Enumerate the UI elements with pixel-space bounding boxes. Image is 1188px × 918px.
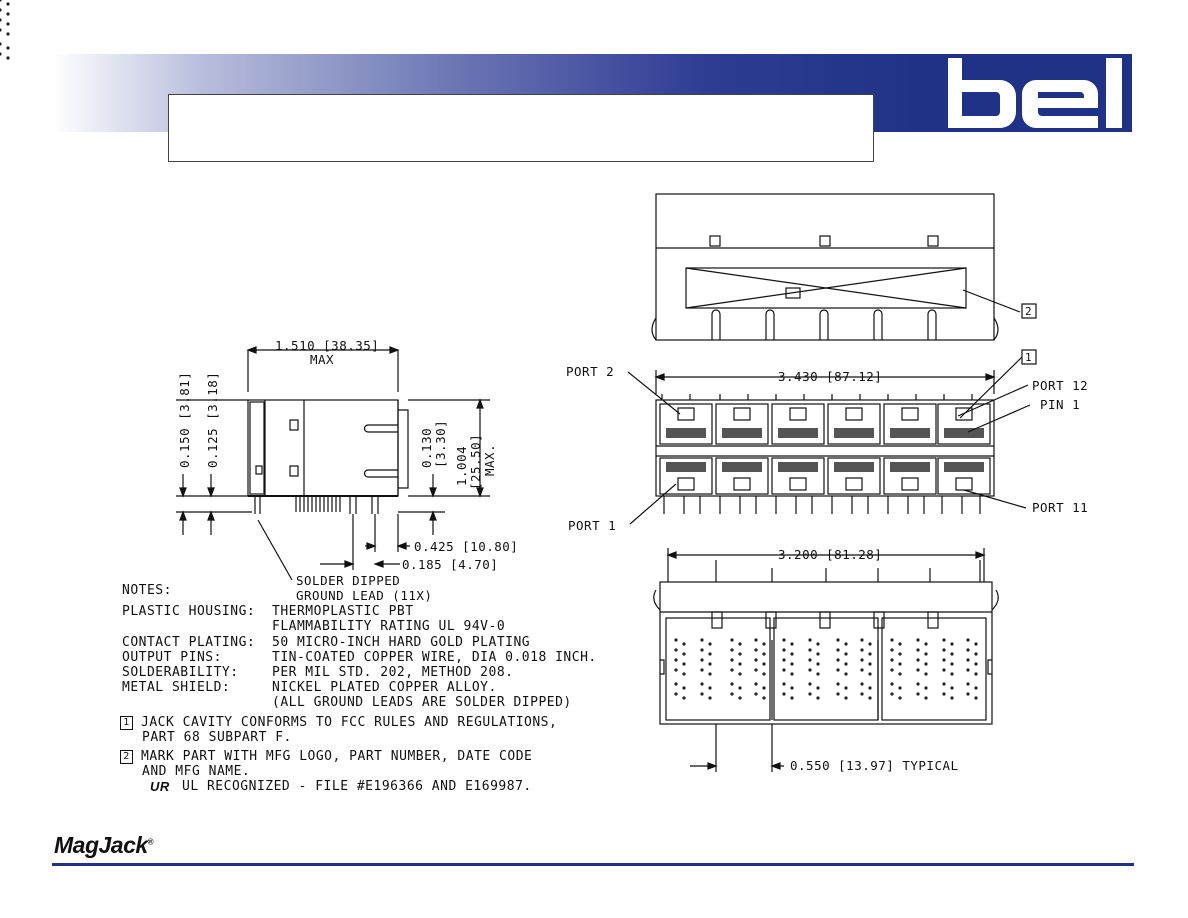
side-width-dim: 1.510 [38.35] bbox=[275, 338, 379, 353]
note-row: OUTPUT PINS:TIN-COATED COPPER WIRE, DIA … bbox=[122, 649, 597, 665]
front-width-dim: 3.430 [87.12] bbox=[778, 369, 882, 384]
dim-0130-mm: [3.30] bbox=[433, 420, 448, 468]
label-pin-1: PIN 1 bbox=[1040, 397, 1080, 412]
dim-0425: 0.425 [10.80] bbox=[414, 539, 518, 554]
dim-height-max: MAX. bbox=[482, 444, 497, 476]
dim-height-mm: [25.50] bbox=[468, 434, 483, 490]
lead-note-1: SOLDER DIPPED bbox=[296, 573, 400, 588]
notes-heading: NOTES: bbox=[122, 583, 172, 598]
dim-height-in: 1.004 bbox=[454, 446, 469, 486]
note-2-cont: AND MFG NAME. bbox=[142, 764, 251, 780]
callout-1: 1 bbox=[1025, 351, 1032, 364]
dim-0150: 0.150 [3.81] bbox=[177, 372, 192, 468]
bottom-pitch-dim: 0.550 [13.97] TYPICAL bbox=[790, 758, 959, 773]
note-1-box: 1 bbox=[120, 715, 133, 730]
label-port-11: PORT 11 bbox=[1032, 500, 1088, 515]
label-port-12: PORT 12 bbox=[1032, 378, 1088, 393]
callout-2: 2 bbox=[1025, 305, 1032, 318]
label-port-1: PORT 1 bbox=[568, 518, 616, 533]
footer-rule bbox=[52, 863, 1134, 866]
top-view bbox=[651, 193, 1037, 341]
note-1-cont: PART 68 SUBPART F. bbox=[142, 729, 292, 745]
notes-block: NOTES: PLASTIC HOUSING:THERMOPLASTIC PBT… bbox=[120, 583, 597, 795]
bottom-view bbox=[653, 548, 999, 772]
note-2-box: 2 bbox=[120, 750, 133, 765]
side-width-max: MAX bbox=[310, 352, 334, 367]
bottom-width-dim: 3.200 [81.28] bbox=[778, 547, 882, 562]
note-row: FLAMMABILITY RATING UL 94V-0 bbox=[272, 619, 506, 635]
note-row: (ALL GROUND LEADS ARE SOLDER DIPPED) bbox=[272, 695, 572, 711]
note-row: PLASTIC HOUSING:THERMOPLASTIC PBT bbox=[122, 604, 414, 620]
note-row: METAL SHIELD:NICKEL PLATED COPPER ALLOY. bbox=[122, 680, 497, 696]
ul-mark-icon: UR bbox=[150, 779, 170, 795]
title-box bbox=[168, 94, 874, 162]
bel-logo: bel bbox=[944, 54, 1132, 132]
front-view bbox=[627, 349, 1037, 525]
note-row: SOLDERABILITY:PER MIL STD. 202, METHOD 2… bbox=[122, 665, 514, 681]
label-port-2: PORT 2 bbox=[566, 364, 614, 379]
dim-0125: 0.125 [3.18] bbox=[205, 372, 220, 468]
bottom-view-pins bbox=[0, 0, 978, 700]
dim-0185: 0.185 [4.70] bbox=[402, 557, 498, 572]
lead-note-2: GROUND LEAD (11X) bbox=[296, 588, 432, 603]
side-view bbox=[176, 346, 490, 581]
dim-0130-in: 0.130 bbox=[419, 428, 434, 468]
note-row: CONTACT PLATING:50 MICRO-INCH HARD GOLD … bbox=[122, 634, 531, 650]
magjack-logo: MagJack® bbox=[54, 832, 154, 858]
